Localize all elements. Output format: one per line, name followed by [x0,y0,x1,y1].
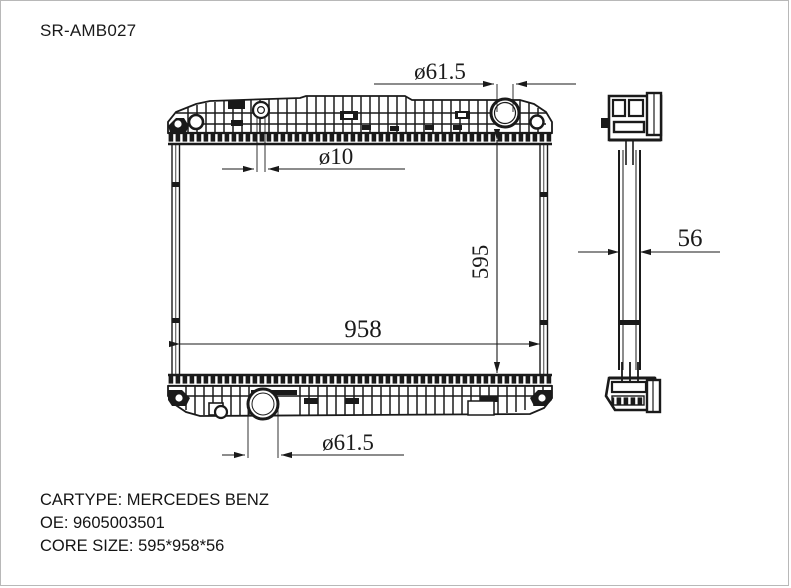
core-left-rail [171,119,181,378]
dimension-small-hole: ø10 [222,118,405,173]
dimension-label-small-hole: ø10 [319,144,354,169]
page-title: SR-AMB027 [40,21,137,40]
bottom-tank [167,373,553,421]
dimension-label-bottom-outlet: ø61.5 [322,430,374,455]
dimension-top-inlet: ø61.5 [374,59,576,112]
spec-cartype: CARTYPE: MERCEDES BENZ [40,491,269,509]
dimension-core-height: 595 [468,129,501,373]
specification-block: CARTYPE: MERCEDES BENZ OE: 9605003501 CO… [40,489,269,558]
dimension-core-depth: 56 [578,225,720,256]
core-right-rail [539,119,549,378]
dimension-bottom-outlet: ø61.5 [222,404,404,459]
dimension-label-top-inlet: ø61.5 [414,59,466,84]
side-view-top-tank [601,91,663,165]
spec-oe: OE: 9605003501 [40,514,165,532]
dimension-label-core-width: 958 [344,316,382,343]
side-view [601,91,663,414]
dimension-label-core-height: 595 [468,245,493,280]
side-view-bottom-tank [604,362,662,414]
top-tank [167,95,553,146]
spec-core-size: CORE SIZE: 595*958*56 [40,537,225,555]
dimension-label-core-depth: 56 [678,225,703,252]
front-view [167,95,553,421]
dimension-core-width: 958 [169,316,540,348]
